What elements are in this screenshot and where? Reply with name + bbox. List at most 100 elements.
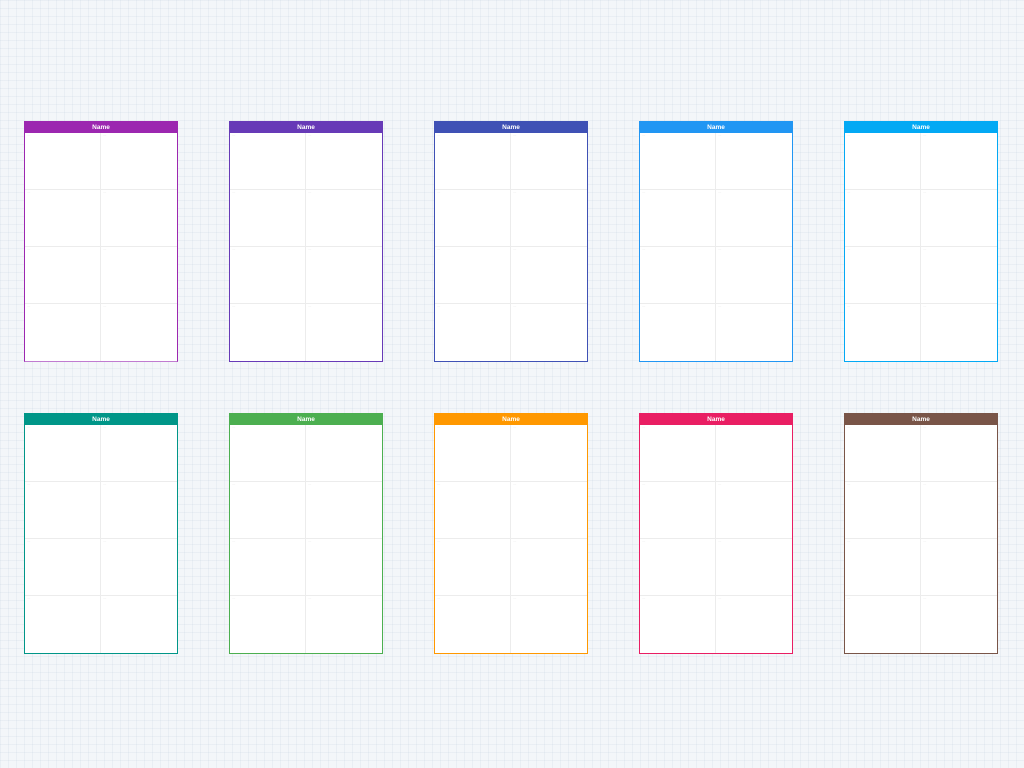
card-cell[interactable]: ···· xyxy=(511,482,587,539)
card-cell[interactable]: ···· xyxy=(230,247,306,304)
card-cell[interactable]: ···· xyxy=(845,304,921,361)
card-cell[interactable]: ···· xyxy=(640,482,716,539)
card-title[interactable]: Name xyxy=(845,414,997,425)
card-cell[interactable]: ···· xyxy=(640,539,716,596)
card-title[interactable]: Name xyxy=(230,414,382,425)
card-cell[interactable]: ···· xyxy=(435,482,511,539)
card-cell[interactable]: ···· xyxy=(101,539,177,596)
name-card-teal[interactable]: Name ···· ···· ···· ···· ···· ···· ···· … xyxy=(24,413,178,654)
card-cell[interactable]: ···· xyxy=(25,304,101,361)
card-cell[interactable]: ···· xyxy=(101,425,177,482)
card-title[interactable]: Name xyxy=(845,122,997,133)
card-cell[interactable]: ···· xyxy=(640,304,716,361)
card-cell[interactable]: ···· xyxy=(845,133,921,190)
card-cell[interactable]: ···· xyxy=(306,133,382,190)
card-cell[interactable]: ···· xyxy=(306,482,382,539)
card-cell[interactable]: ···· xyxy=(101,247,177,304)
card-title[interactable]: Name xyxy=(435,122,587,133)
card-cell[interactable]: ···· xyxy=(716,596,792,653)
card-cell[interactable]: ···· xyxy=(921,190,997,247)
card-cell[interactable]: ···· xyxy=(845,190,921,247)
card-cell[interactable]: ···· xyxy=(306,247,382,304)
card-title[interactable]: Name xyxy=(230,122,382,133)
card-cell[interactable]: ···· xyxy=(306,539,382,596)
card-title[interactable]: Name xyxy=(640,414,792,425)
card-cell[interactable]: ···· xyxy=(230,539,306,596)
card-cell[interactable]: ···· xyxy=(230,190,306,247)
card-cell[interactable]: ···· xyxy=(511,133,587,190)
card-cell[interactable]: ···· xyxy=(306,190,382,247)
card-cell[interactable]: ···· xyxy=(921,133,997,190)
card-cell[interactable]: ···· xyxy=(101,190,177,247)
card-cell[interactable]: ···· xyxy=(511,596,587,653)
card-title[interactable]: Name xyxy=(25,122,177,133)
card-cell[interactable]: ···· xyxy=(25,425,101,482)
card-cell[interactable]: ···· xyxy=(230,482,306,539)
card-cell[interactable]: ···· xyxy=(921,596,997,653)
name-card-indigo[interactable]: Name ···· ···· ···· ···· ···· ···· ···· … xyxy=(434,121,588,362)
card-cell[interactable]: ···· xyxy=(845,482,921,539)
card-cell[interactable]: ···· xyxy=(306,425,382,482)
card-cell[interactable]: ···· xyxy=(25,133,101,190)
name-card-pink[interactable]: Name ···· ···· ···· ···· ···· ···· ···· … xyxy=(639,413,793,654)
card-cell[interactable]: ···· xyxy=(511,304,587,361)
card-cell[interactable]: ···· xyxy=(101,133,177,190)
card-cell[interactable]: ···· xyxy=(716,133,792,190)
card-cell[interactable]: ···· xyxy=(230,596,306,653)
card-cell[interactable]: ···· xyxy=(716,539,792,596)
card-cell[interactable]: ···· xyxy=(306,304,382,361)
card-cell[interactable]: ···· xyxy=(230,425,306,482)
card-cell[interactable]: ···· xyxy=(25,247,101,304)
card-cell[interactable]: ···· xyxy=(845,596,921,653)
card-cell[interactable]: ···· xyxy=(845,425,921,482)
card-cell[interactable]: ···· xyxy=(101,304,177,361)
card-cell[interactable]: ···· xyxy=(640,133,716,190)
name-card-green[interactable]: Name ···· ···· ···· ···· ···· ···· ···· … xyxy=(229,413,383,654)
card-title[interactable]: Name xyxy=(435,414,587,425)
card-cell[interactable]: ···· xyxy=(25,596,101,653)
card-cell[interactable]: ···· xyxy=(101,596,177,653)
card-cell[interactable]: ···· xyxy=(921,425,997,482)
card-cell[interactable]: ···· xyxy=(716,425,792,482)
card-cell[interactable]: ···· xyxy=(640,247,716,304)
card-cell[interactable]: ···· xyxy=(306,596,382,653)
card-cell[interactable]: ···· xyxy=(845,247,921,304)
card-cell[interactable]: ···· xyxy=(716,190,792,247)
name-card-purple[interactable]: Name ···· ···· ···· ···· ···· ···· ···· … xyxy=(24,121,178,362)
card-cell[interactable]: ···· xyxy=(435,596,511,653)
card-cell[interactable]: ···· xyxy=(25,482,101,539)
card-cell[interactable]: ···· xyxy=(435,190,511,247)
card-cell[interactable]: ···· xyxy=(640,425,716,482)
card-cell[interactable]: ···· xyxy=(511,539,587,596)
card-cell[interactable]: ···· xyxy=(921,247,997,304)
card-cell[interactable]: ···· xyxy=(511,247,587,304)
card-cell[interactable]: ···· xyxy=(640,596,716,653)
card-cell[interactable]: ···· xyxy=(845,539,921,596)
card-cell[interactable]: ···· xyxy=(25,539,101,596)
card-cell[interactable]: ···· xyxy=(511,190,587,247)
card-title[interactable]: Name xyxy=(25,414,177,425)
card-cell[interactable]: ···· xyxy=(716,247,792,304)
card-cell[interactable]: ···· xyxy=(921,539,997,596)
card-cell[interactable]: ···· xyxy=(716,304,792,361)
card-cell[interactable]: ···· xyxy=(921,482,997,539)
name-card-light-blue[interactable]: Name ···· ···· ···· ···· ···· ···· ···· … xyxy=(844,121,998,362)
name-card-orange[interactable]: Name ···· ···· ···· ···· ···· ···· ···· … xyxy=(434,413,588,654)
card-cell[interactable]: ···· xyxy=(101,482,177,539)
name-card-deep-purple[interactable]: Name ···· ···· ···· ···· ···· ···· ···· … xyxy=(229,121,383,362)
card-cell[interactable]: ···· xyxy=(921,304,997,361)
card-cell[interactable]: ···· xyxy=(435,425,511,482)
card-cell[interactable]: ···· xyxy=(230,304,306,361)
card-cell[interactable]: ···· xyxy=(435,247,511,304)
name-card-brown[interactable]: Name ···· ···· ···· ···· ···· ···· ···· … xyxy=(844,413,998,654)
card-cell[interactable]: ···· xyxy=(435,304,511,361)
card-cell[interactable]: ···· xyxy=(511,425,587,482)
card-title[interactable]: Name xyxy=(640,122,792,133)
card-cell[interactable]: ···· xyxy=(25,190,101,247)
name-card-blue[interactable]: Name ···· ···· ···· ···· ···· ···· ···· … xyxy=(639,121,793,362)
card-cell[interactable]: ···· xyxy=(716,482,792,539)
card-cell[interactable]: ···· xyxy=(435,539,511,596)
card-cell[interactable]: ···· xyxy=(435,133,511,190)
card-cell[interactable]: ···· xyxy=(230,133,306,190)
